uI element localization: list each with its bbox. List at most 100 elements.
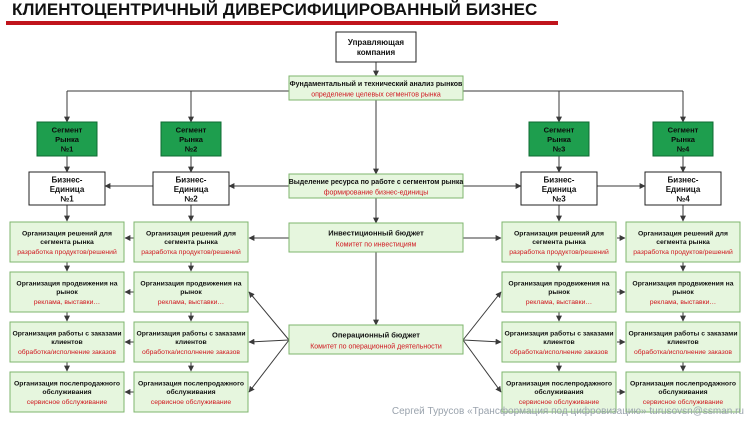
node-analysis: Фундаментальный и технический анализ рын… [288,75,464,101]
node-col4-row4-frame [625,371,741,413]
node-invest-budget-label-1: Инвестиционный бюджет [328,229,424,238]
node-col1-row2-sublabel: реклама, выставки… [34,299,100,306]
node-segment-3-label-1: Сегмент [544,125,575,134]
node-col4-row3: Организация работы с заказамиклиентовобр… [625,321,741,363]
node-col3-row4-label-1: Организация послепродажного [506,381,612,388]
node-col4-row2-label-1: Организация продвижения на [632,281,733,288]
node-col2-row4-sublabel: сервисное обслуживание [151,398,232,406]
node-analysis-sublabel: определение целевых сегментов рынка [311,91,441,98]
node-col1-row3-frame [9,321,125,363]
edge-opbudget-to-col2-row2 [248,291,290,341]
node-unit-3-label-3: №3 [552,194,566,203]
node-col1-row3-label-1: Организация работы с заказами [12,330,121,338]
node-col1-row2-label-1: Организация продвижения на [16,281,117,288]
node-segment-4-label-3: №4 [677,144,690,153]
node-unit-1-frame [28,171,106,206]
node-col1-row3-label-2: клиентов [51,339,82,346]
node-col2-row1-sublabel: разработка продуктов/решений [141,248,241,256]
node-col4-row3-label-1: Организация работы с заказами [628,330,737,338]
node-operating-budget-frame [288,324,464,355]
node-col2-row4-label-1: Организация послепродажного [138,381,244,388]
node-col3-row1-sublabel: разработка продуктов/решений [509,248,609,256]
node-col3-row4-label-2: обслуживания [534,388,583,396]
node-col3-row1-label-1: Организация решений для [514,230,604,238]
node-col3-row2-label-2: рынок [548,289,570,296]
node-hq-label-2: компания [357,48,396,57]
node-col2-row2-label-1: Организация продвижения на [140,281,241,288]
node-col2-row4: Организация послепродажногообслуживанияс… [133,371,249,413]
node-col3-row2-sublabel: реклама, выставки… [526,299,592,306]
node-segment-1-label-3: №1 [61,144,74,153]
node-col1-row1-sublabel: разработка продуктов/решений [17,248,117,256]
node-col3-row4-frame [501,371,617,413]
node-col1-row3-sublabel: обработка/исполнение заказов [18,348,116,356]
node-col2-row2-sublabel: реклама, выставки… [158,299,224,306]
node-segment-2-frame [160,121,222,157]
node-col4-row2-label-2: рынок [672,289,694,296]
node-col1-row2: Организация продвижения нарынокреклама, … [9,271,125,313]
node-segment-3-frame [528,121,590,157]
node-col4-row4-label-1: Организация послепродажного [630,381,736,388]
node-col3-row3-sublabel: обработка/исполнение заказов [510,348,608,356]
node-unit-4-label-1: Бизнес- [668,175,699,184]
node-operating-budget-label-1: Операционный бюджет [332,331,420,340]
node-col2-row1-label-2: сегмента рынка [164,239,218,246]
node-col1-row4: Организация послепродажногообслуживанияс… [9,371,125,413]
node-invest-budget-sublabel: Комитет по инвестициям [336,242,417,249]
node-unit-2-label-2: Единица [174,185,209,194]
node-col3-row3-label-2: клиентов [543,339,574,346]
node-col4-row1-sublabel: разработка продуктов/решений [633,248,733,256]
edge-opbudget-to-col3-row2 [462,291,502,341]
node-unit-2-frame [152,171,230,206]
node-analysis-label-1: Фундаментальный и технический анализ рын… [290,80,463,88]
node-col1-row2-frame [9,271,125,313]
node-analysis-frame [288,75,464,101]
edge-opbudget-to-col3-row3 [462,338,502,345]
node-col4-row4-sublabel: сервисное обслуживание [643,398,724,406]
node-unit-2-label-1: Бизнес- [176,175,207,184]
node-col2-row2-frame [133,271,249,313]
node-col3-row2-label-1: Организация продвижения на [508,281,609,288]
node-unit-3-frame [520,171,598,206]
page-title: КЛИЕНТОЦЕНТРИЧНЫЙ ДИВЕРСИФИЦИРОВАННЫЙ БИ… [12,0,538,19]
node-col3-row3-frame [501,321,617,363]
edge-opbudget-to-col2-row3 [248,338,290,345]
node-col2-row3-label-2: клиентов [175,339,206,346]
node-col2-row1-frame [133,221,249,263]
node-col4-row1-label-2: сегмента рынка [656,239,710,246]
node-unit-4-frame [644,171,722,206]
node-col4-row3-label-2: клиентов [667,339,698,346]
node-unit-2-label-3: №2 [184,194,198,203]
title-underline [6,21,558,25]
node-col4-row3-frame [625,321,741,363]
node-col4-row1-label-1: Организация решений для [638,230,728,238]
edge-opbudget-to-col2-row4 [248,339,290,393]
node-unit-1-label-1: Бизнес- [52,175,83,184]
node-segment-1-frame [36,121,98,157]
node-resource-label-1: Выделение ресурса по работе с сегментом … [289,178,464,186]
node-col2-row1-label-1: Организация решений для [146,230,236,238]
node-col2-row3: Организация работы с заказамиклиентовобр… [133,321,249,363]
node-unit-3-label-2: Единица [542,185,577,194]
node-col3-row4-sublabel: сервисное обслуживание [519,398,600,406]
node-col1-row4-frame [9,371,125,413]
node-segment-2-label-1: Сегмент [176,125,207,134]
node-col1-row1-label-1: Организация решений для [22,230,112,238]
node-col3-row3-label-1: Организация работы с заказами [504,330,613,338]
node-col1-row1-frame [9,221,125,263]
node-segment-4-label-2: Рынка [671,135,696,144]
node-col4-row4: Организация послепродажногообслуживанияс… [625,371,741,413]
